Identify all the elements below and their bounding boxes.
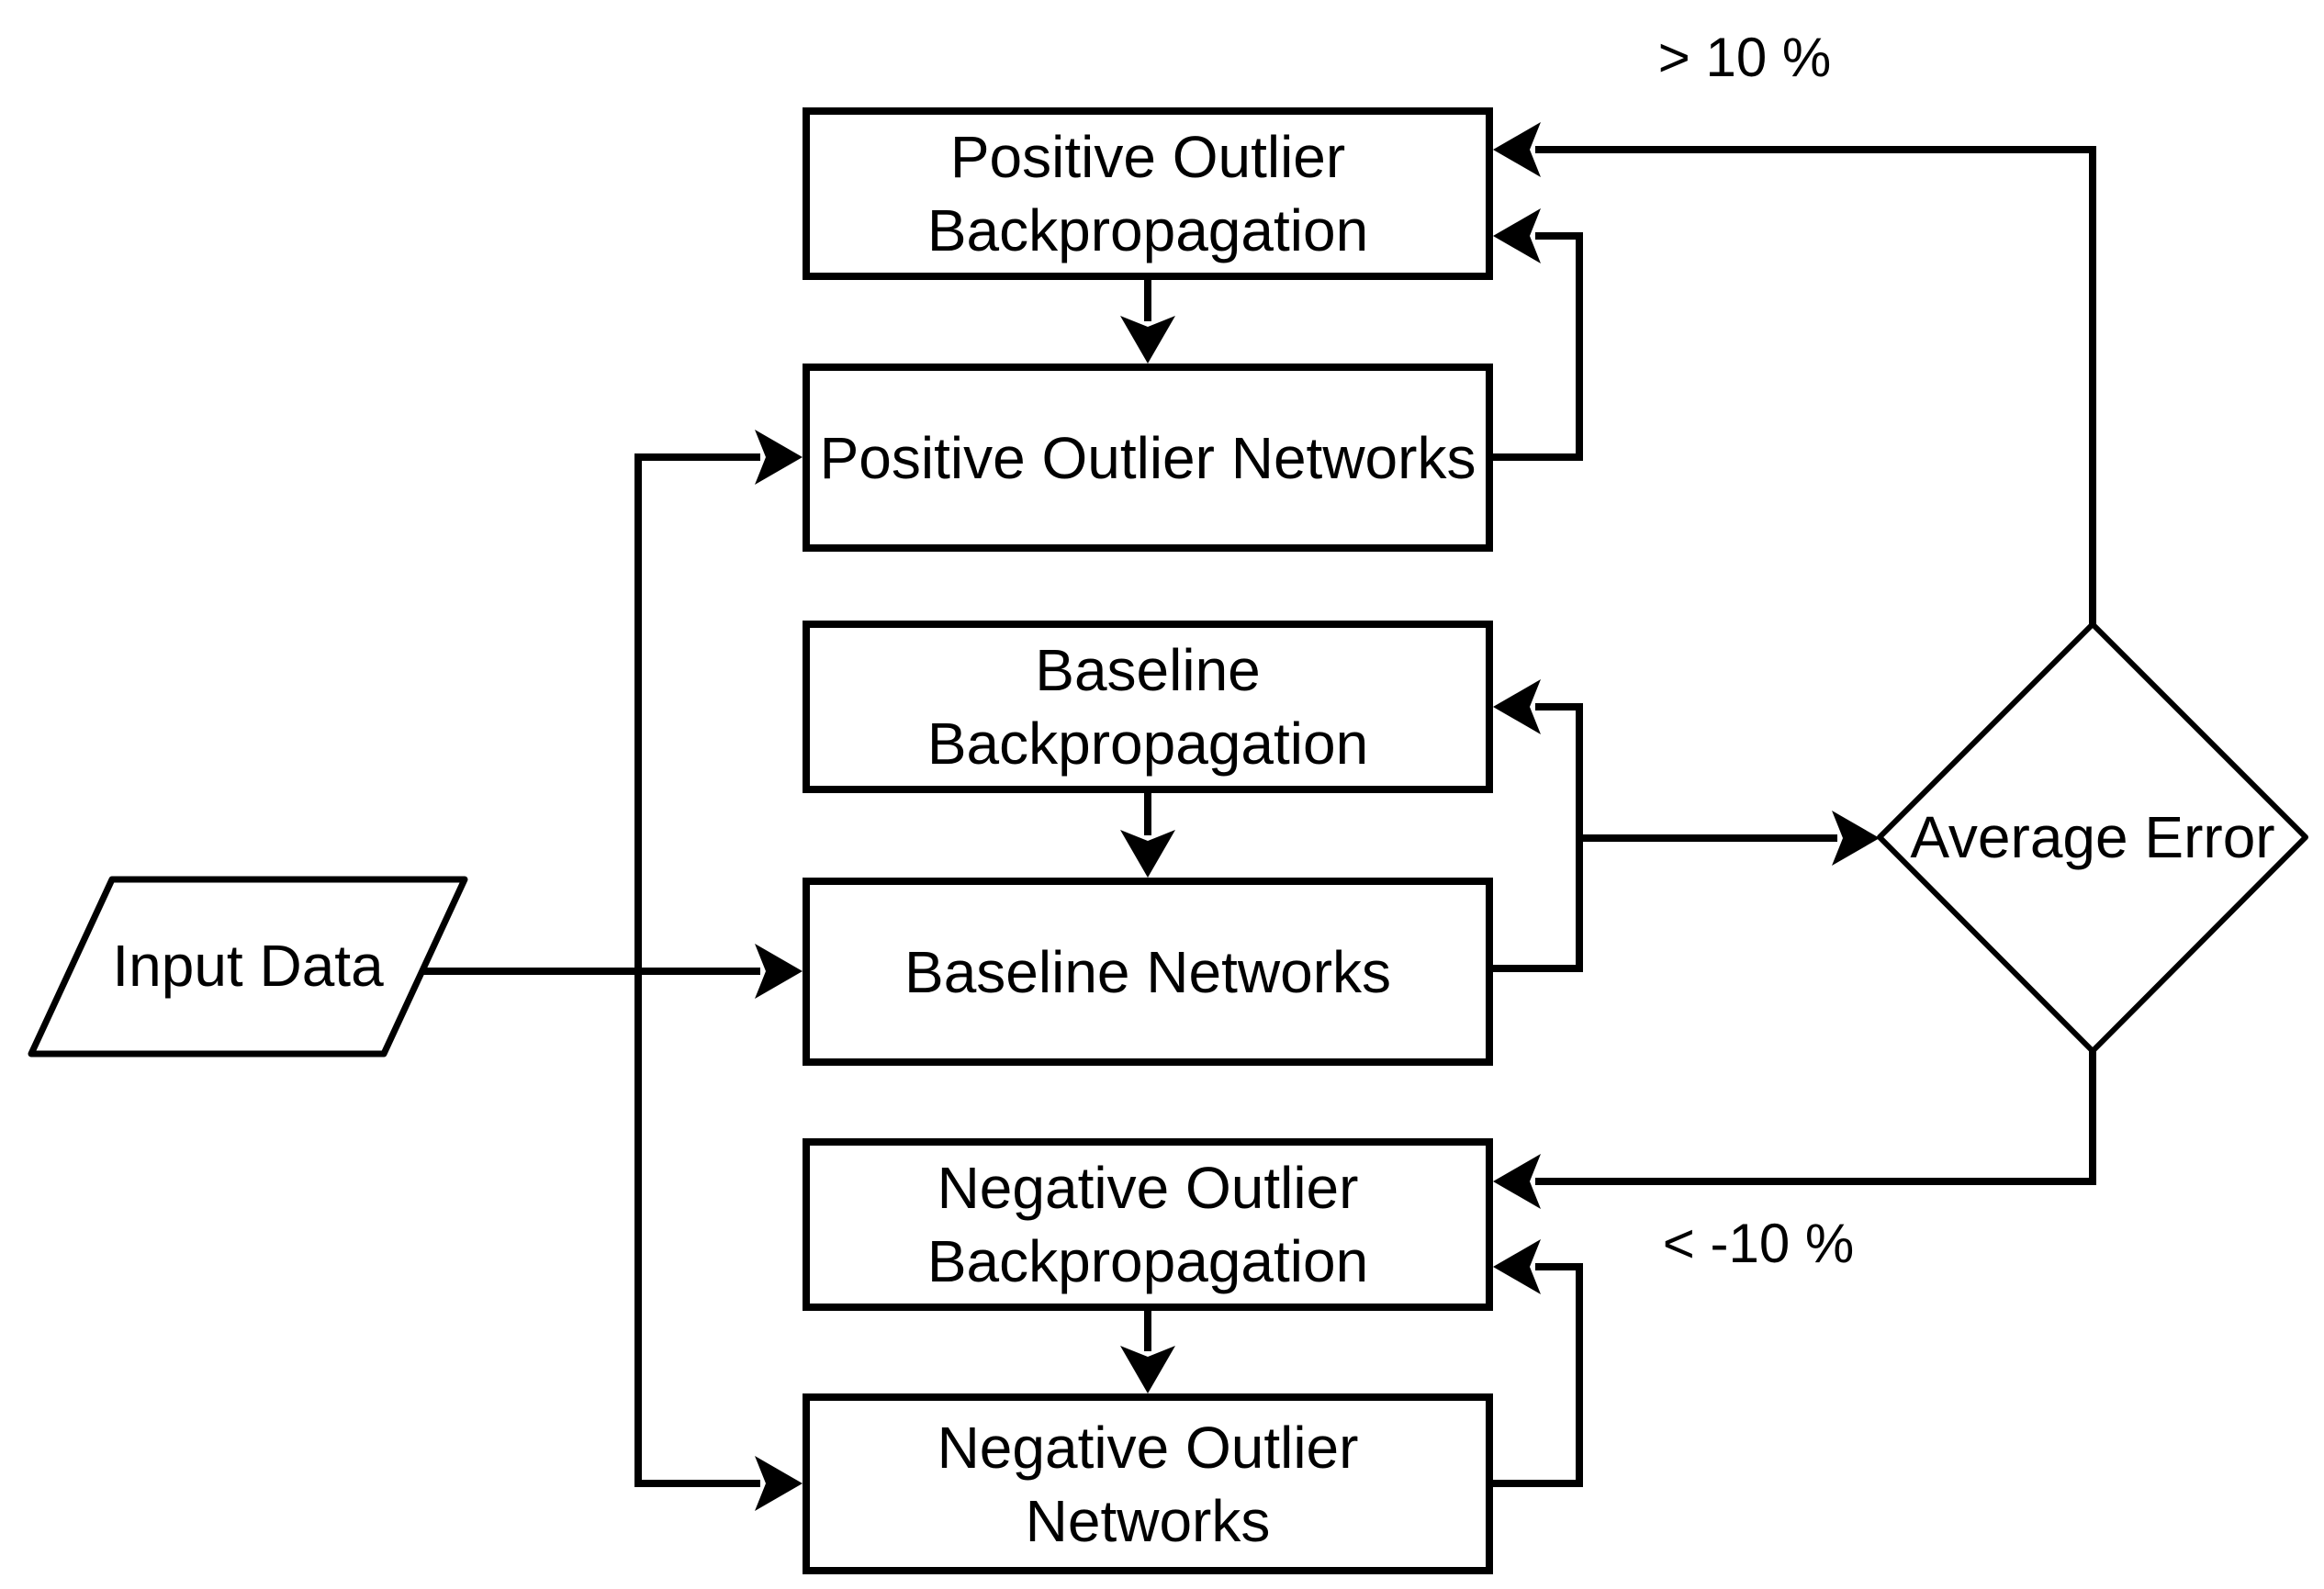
- arrowhead-average-error-to-nob: [1493, 1154, 1541, 1209]
- edge-label-negative-threshold: < -10 %: [1662, 1213, 1855, 1274]
- input-data-parallelogram: [28, 876, 468, 1057]
- node-positive-outlier-backpropagation: Positive Outlier Backpropagation: [803, 107, 1493, 280]
- arrowhead-input-to-non: [755, 1456, 803, 1511]
- node-negative-outlier-backpropagation: Negative Outlier Backpropagation: [803, 1138, 1493, 1311]
- edge-label-positive-threshold: > 10 %: [1657, 27, 1832, 88]
- arrow-average-error-to-pob: [1535, 146, 2096, 624]
- arrow-bn-to-bb: [1493, 703, 1583, 972]
- arrowhead-non-to-nob: [1493, 1239, 1541, 1294]
- arrow-non-to-nob: [1493, 1263, 1583, 1487]
- node-average-error-label: Average Error: [1910, 804, 2275, 870]
- arrowhead-bn-to-average-error: [1832, 811, 1880, 866]
- arrowhead-bn-to-bb: [1493, 679, 1541, 734]
- arrow-pon-to-pob: [1493, 232, 1583, 461]
- arrow-input-to-non: [634, 971, 760, 1487]
- arrow-average-error-to-nob: [1535, 1051, 2096, 1185]
- arrowhead-input-to-bn: [755, 944, 803, 999]
- arrowhead-bb-to-bn: [1120, 830, 1175, 878]
- node-baseline-backpropagation: Baseline Backpropagation: [803, 621, 1493, 793]
- arrow-input-to-pon: [634, 453, 760, 971]
- arrowhead-input-to-pon: [755, 430, 803, 485]
- arrowhead-nob-to-non: [1120, 1346, 1175, 1393]
- arrowhead-average-error-to-pob: [1493, 122, 1541, 177]
- node-positive-outlier-networks: Positive Outlier Networks: [803, 364, 1493, 552]
- arrowhead-pon-to-pob: [1493, 208, 1541, 263]
- node-negative-outlier-networks: Negative Outlier Networks: [803, 1393, 1493, 1574]
- node-baseline-networks: Baseline Networks: [803, 878, 1493, 1066]
- arrowhead-pob-to-pon: [1120, 316, 1175, 364]
- node-input-data-label: Input Data: [112, 933, 384, 999]
